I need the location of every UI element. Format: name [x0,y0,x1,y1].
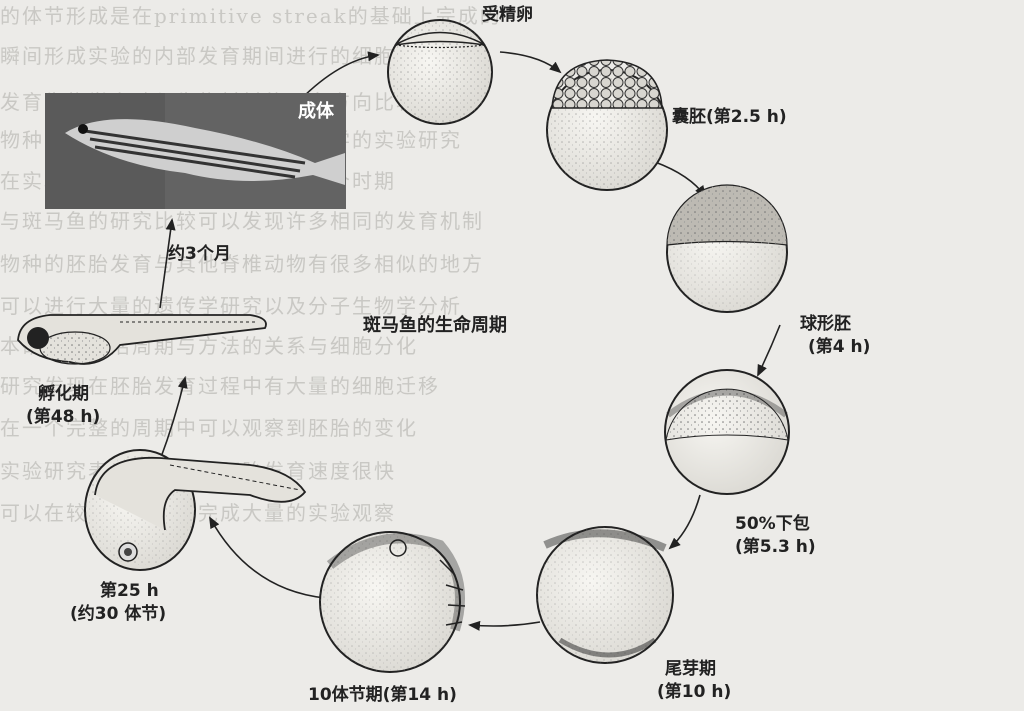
zygote-label: 受精卵 [482,4,533,26]
tailbud-embryo [537,527,673,663]
diagram-title: 斑马鱼的生命周期 [363,315,507,337]
epiboly-time-label: (第5.3 h) [735,536,816,558]
somite10-label: 10体节期(第14 h) [308,684,457,706]
sphere-embryo [667,185,787,312]
epiboly-label: 50%下包 [735,513,810,535]
arrow-zygote-to-blastula [500,52,560,72]
arrow-sphere-to-epiboly [758,325,780,375]
day25-embryo [85,450,305,570]
adult-fish-photo: 成体 [45,93,346,209]
adult-label: 成体 [298,97,334,123]
blastula-label: 囊胚(第2.5 h) [672,106,787,128]
hatching-larva [18,315,266,364]
sphere-time-label: (第4 h) [808,336,870,358]
tailbud-label: 尾芽期 [665,658,716,680]
sphere-label: 球形胚 [800,313,851,335]
tailbud-time-label: (第10 h) [657,681,731,703]
day25-note-label: (约30 体节) [70,603,166,625]
blastula-embryo [547,60,667,190]
epiboly-embryo [665,370,789,494]
somite10-embryo [320,532,465,672]
arrow-tailbud-to-somite10 [470,622,540,626]
zygote-embryo [388,20,492,124]
day25-label: 第25 h [100,580,159,602]
hatching-time-label: (第48 h) [26,406,100,428]
arrow-blastula-to-sphere [655,162,705,196]
arrow-somite10-to-day25 [210,518,325,598]
hatching-label: 孵化期 [38,383,89,405]
arrow-day25-to-hatching [160,378,185,460]
adult-duration-label: 约3个月 [168,243,231,265]
arrow-epiboly-to-tailbud [670,495,700,548]
